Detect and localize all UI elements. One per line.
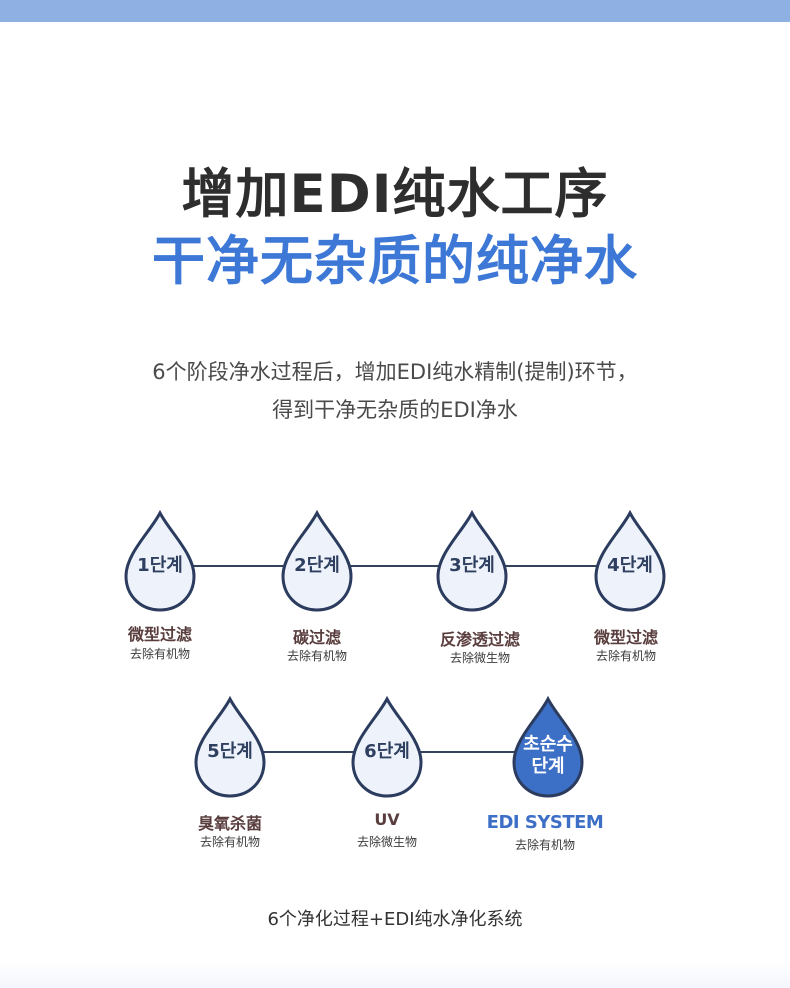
step-7-sub: 去除有机物 bbox=[514, 838, 575, 852]
connector-line bbox=[160, 565, 640, 567]
water-drop-icon bbox=[281, 510, 353, 612]
description-line-2: 得到干净无杂质的EDI净水 bbox=[272, 398, 518, 422]
step-5-badge: 5단계 bbox=[207, 741, 253, 762]
top-accent-bar bbox=[0, 0, 790, 22]
step-6-drop: 6단계 bbox=[349, 696, 425, 800]
step-4-name: 微型过滤 bbox=[593, 628, 658, 647]
step-3-badge: 3단계 bbox=[449, 555, 495, 576]
step-2-sub: 去除有机物 bbox=[286, 649, 347, 663]
step-3-name: 反渗透过滤 bbox=[439, 630, 520, 649]
step-2-drop: 2단계 bbox=[279, 510, 355, 614]
bottom-fade bbox=[0, 962, 790, 988]
water-drop-icon bbox=[594, 510, 666, 612]
water-drop-icon bbox=[124, 510, 196, 612]
step-3-sub: 去除微生物 bbox=[449, 651, 510, 665]
step-5-name: 臭氧杀菌 bbox=[197, 814, 262, 833]
page-subtitle: 干净无杂质的纯净水 bbox=[152, 231, 638, 292]
step-7-name: EDI SYSTEM bbox=[486, 812, 604, 833]
page-title: 增加EDI纯水工序 bbox=[181, 164, 609, 225]
step-6-sub: 去除微生物 bbox=[356, 835, 417, 849]
step-2-badge: 2단계 bbox=[294, 555, 340, 576]
water-drop-filled-icon bbox=[512, 696, 584, 798]
footer-caption: 6个净化过程+EDI纯水净化系统 bbox=[267, 909, 523, 930]
step-7-badge-line-2: 단계 bbox=[531, 756, 565, 777]
step-5-sub: 去除有机物 bbox=[199, 835, 260, 849]
water-drop-icon bbox=[436, 510, 508, 612]
step-5-drop: 5단계 bbox=[192, 696, 268, 800]
step-1-sub: 去除有机物 bbox=[129, 647, 190, 661]
step-2-name: 碳过滤 bbox=[292, 628, 341, 647]
description-line-1: 6个阶段净水过程后，增加EDI纯水精制(提制)环节， bbox=[152, 360, 638, 384]
step-1-name: 微型过滤 bbox=[127, 625, 192, 644]
step-7-badge-line-1: 초순수 bbox=[523, 734, 573, 755]
step-1-badge: 1단계 bbox=[137, 555, 183, 576]
water-drop-icon bbox=[351, 696, 423, 798]
step-4-badge: 4단계 bbox=[607, 555, 653, 576]
water-drop-icon bbox=[194, 696, 266, 798]
step-6-name: UV bbox=[374, 810, 400, 829]
step-4-drop: 4단계 bbox=[592, 510, 668, 614]
step-7-drop: 초순수 단계 bbox=[510, 696, 586, 800]
step-3-drop: 3단계 bbox=[434, 510, 510, 614]
step-1-drop: 1단계 bbox=[122, 510, 198, 614]
step-6-badge: 6단계 bbox=[364, 741, 410, 762]
step-4-sub: 去除有机物 bbox=[595, 649, 656, 663]
